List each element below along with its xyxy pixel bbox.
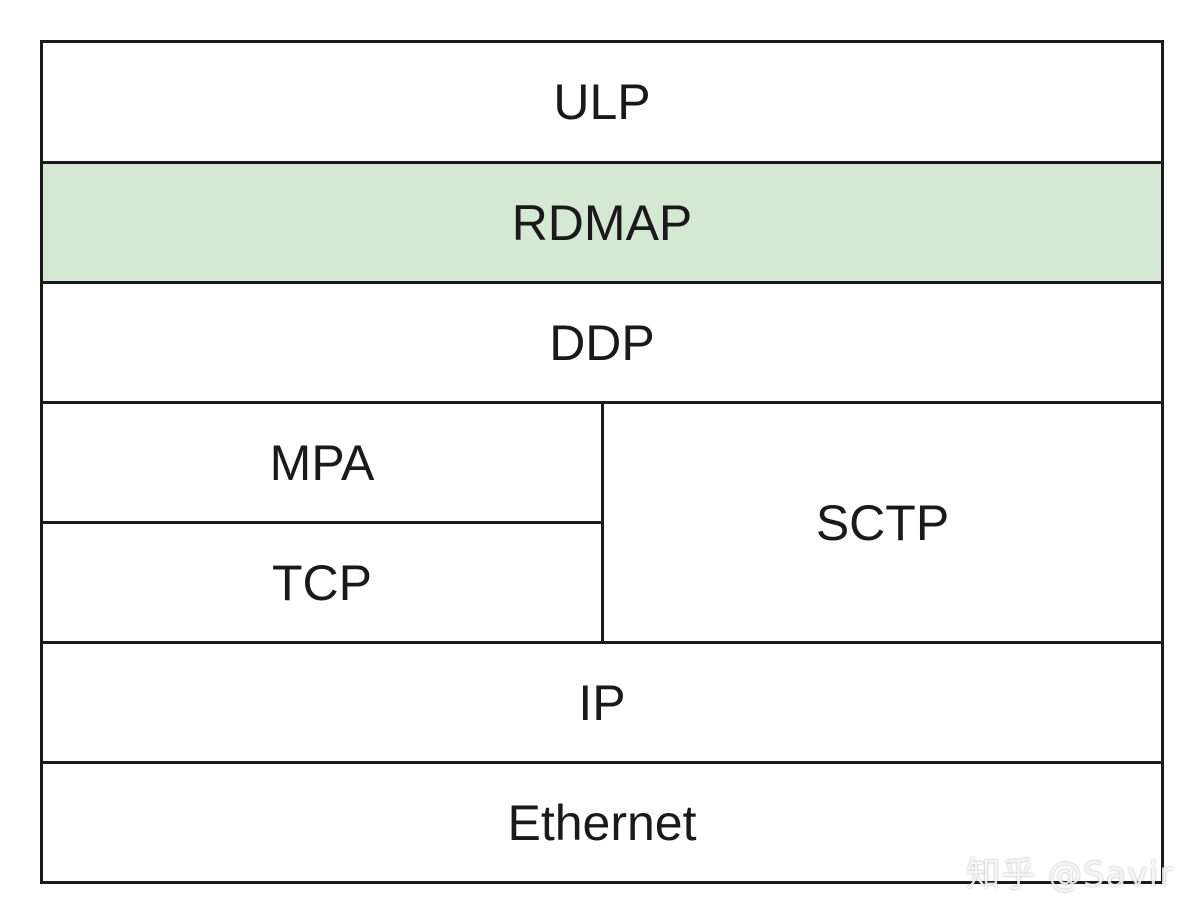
layer-ip-label: IP bbox=[578, 674, 626, 731]
protocol-stack-diagram: ULP RDMAP DDP MPA TCP SCTP IP Ethernet bbox=[40, 40, 1164, 884]
watermark: 知乎 @Savir bbox=[966, 855, 1174, 895]
layer-tcp-label: TCP bbox=[272, 554, 372, 611]
layer-ulp: ULP bbox=[43, 43, 1161, 161]
layer-sctp: SCTP bbox=[604, 404, 1161, 641]
layer-ip: IP bbox=[43, 644, 1161, 761]
layer-ulp-label: ULP bbox=[553, 74, 651, 130]
layer-sctp-label: SCTP bbox=[815, 494, 950, 551]
divider bbox=[601, 404, 604, 641]
layer-tcp: TCP bbox=[43, 524, 601, 641]
layer-ethernet: Ethernet bbox=[43, 764, 1161, 881]
divider bbox=[43, 401, 1161, 404]
layer-mpa: MPA bbox=[43, 404, 601, 521]
divider bbox=[43, 521, 601, 524]
layer-rdmap-label: RDMAP bbox=[511, 194, 693, 251]
layer-mpa-label: MPA bbox=[269, 434, 375, 491]
divider bbox=[43, 161, 1161, 164]
layer-ddp-label: DDP bbox=[549, 314, 655, 371]
layer-rdmap: RDMAP bbox=[43, 164, 1161, 281]
layer-ddp: DDP bbox=[43, 284, 1161, 401]
divider bbox=[43, 761, 1161, 764]
layer-ethernet-label: Ethernet bbox=[507, 794, 697, 851]
divider bbox=[43, 281, 1161, 284]
divider bbox=[43, 641, 1161, 644]
